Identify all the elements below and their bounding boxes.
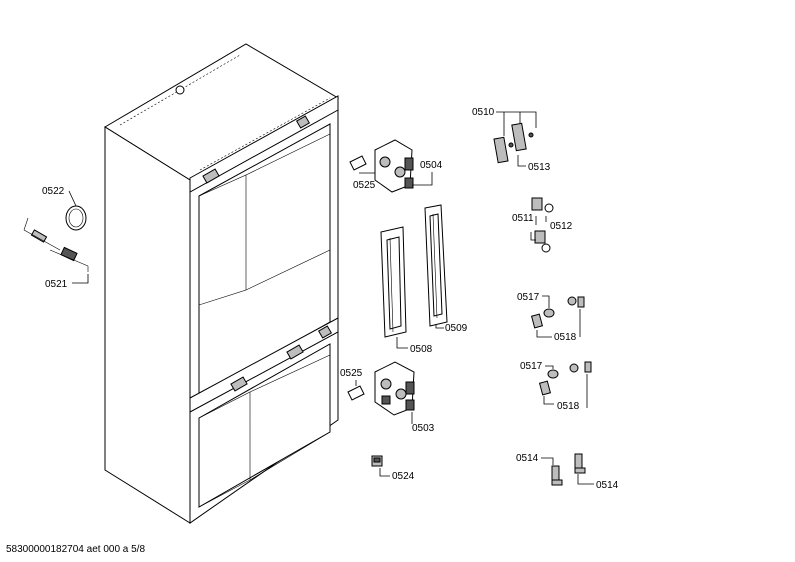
part-0514-brackets bbox=[551, 453, 586, 486]
part-0510-plate bbox=[493, 122, 534, 164]
callout-0518-b: 0518 bbox=[557, 401, 580, 412]
callout-0508: 0508 bbox=[410, 344, 433, 355]
callout-0510: 0510 bbox=[472, 107, 495, 118]
part-0522-ring bbox=[65, 205, 87, 231]
callout-0522: 0522 bbox=[42, 186, 65, 197]
part-0517-0518-set-b bbox=[538, 361, 592, 396]
callout-0512: 0512 bbox=[550, 221, 573, 232]
part-0525-shim-top bbox=[349, 155, 367, 171]
part-0525-shim-bottom bbox=[347, 385, 365, 401]
part-0504-hinge bbox=[374, 139, 414, 193]
callout-0511: 0511 bbox=[512, 213, 534, 224]
document-id: 58300000182704 aet 000 a 5/8 bbox=[6, 544, 145, 555]
callout-0513: 0513 bbox=[528, 162, 551, 173]
callout-0509: 0509 bbox=[445, 323, 468, 334]
callout-0525-top: 0525 bbox=[353, 180, 376, 191]
part-0524-cap bbox=[371, 455, 383, 467]
part-0517-0518-set-a bbox=[530, 296, 585, 329]
callout-0521: 0521 bbox=[45, 279, 68, 290]
callout-0517-a: 0517 bbox=[517, 292, 540, 303]
refrigerator-cabinet bbox=[104, 43, 340, 524]
part-0521-lamp bbox=[23, 217, 89, 272]
callout-0503: 0503 bbox=[412, 423, 435, 434]
part-0508-handle bbox=[380, 226, 407, 338]
callout-0525-bottom: 0525 bbox=[340, 368, 363, 379]
callout-0514-a: 0514 bbox=[516, 453, 539, 464]
callout-0517-b: 0517 bbox=[520, 361, 543, 372]
callout-0514-b: 0514 bbox=[596, 480, 619, 491]
callout-0518-a: 0518 bbox=[554, 332, 577, 343]
callout-0524: 0524 bbox=[392, 471, 415, 482]
part-0511-clip bbox=[531, 197, 554, 253]
part-0503-hinge bbox=[374, 361, 415, 416]
callout-0504: 0504 bbox=[420, 160, 443, 171]
part-0509-handle bbox=[424, 204, 448, 327]
